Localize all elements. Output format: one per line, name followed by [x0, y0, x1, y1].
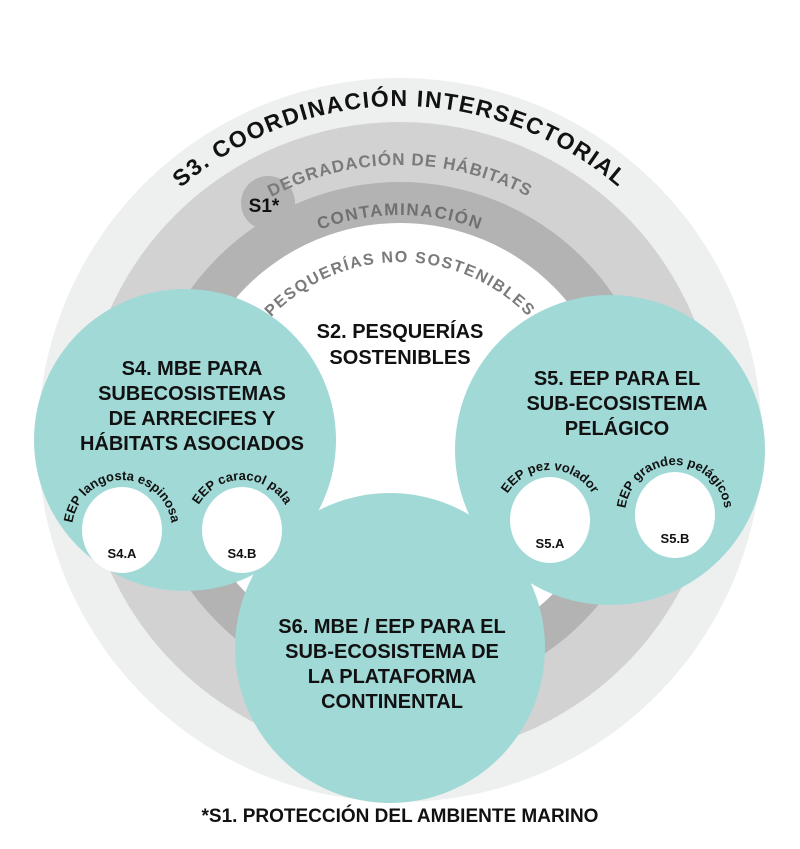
s4-title-line: DE ARRECIFES Y	[109, 408, 276, 430]
s6-title-line: CONTINENTAL	[321, 691, 463, 713]
s4-title-line: S4. MBE PARA	[122, 358, 263, 380]
s5b-label: S5.B	[661, 531, 690, 546]
s1-badge-bubble	[241, 176, 295, 230]
s4a-circle	[82, 487, 162, 573]
s1-badge: S1*	[249, 196, 280, 217]
s5-title-line: SUB-ECOSISTEMA	[526, 393, 707, 415]
s5b-circle	[635, 472, 715, 558]
s2-title-line2: SOSTENIBLES	[329, 347, 470, 369]
s4-title: S4. MBE PARA SUBECOSISTEMAS DE ARRECIFES…	[80, 358, 304, 455]
s6-title-line: LA PLATAFORMA	[308, 666, 477, 688]
s4b-circle	[202, 487, 282, 573]
s4-title-line: HÁBITATS ASOCIADOS	[80, 432, 304, 455]
s2-title-line1: S2. PESQUERÍAS	[317, 320, 484, 343]
s6-title-line: S6. MBE / EEP PARA EL	[278, 616, 505, 638]
s5a-label: S5.A	[536, 536, 566, 551]
s6-circle	[235, 493, 545, 803]
s5-title: S5. EEP PARA EL SUB-ECOSISTEMA PELÁGICO	[526, 368, 707, 440]
s6-title: S6. MBE / EEP PARA EL SUB-ECOSISTEMA DE …	[278, 616, 505, 713]
s4b-label: S4.B	[228, 546, 257, 561]
footer-note: *S1. PROTECCIÓN DEL AMBIENTE MARINO	[202, 805, 599, 827]
s5-title-line: PELÁGICO	[565, 417, 669, 440]
s6-title-line: SUB-ECOSISTEMA DE	[285, 641, 499, 663]
s4a-label: S4.A	[108, 546, 138, 561]
s4-title-line: SUBECOSISTEMAS	[98, 383, 286, 405]
s5-title-line: S5. EEP PARA EL	[534, 368, 700, 390]
s5a-circle	[510, 477, 590, 563]
